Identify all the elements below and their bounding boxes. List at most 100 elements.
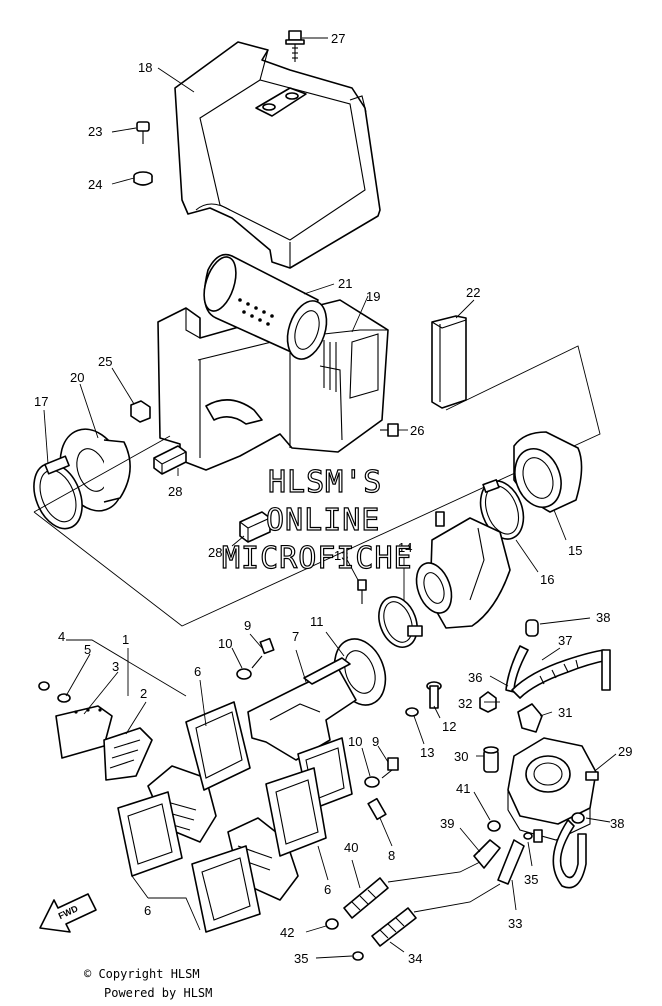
callout-16: 16 <box>540 572 554 587</box>
callout-4: 4 <box>58 629 65 644</box>
callout-6-c: 6 <box>144 903 151 918</box>
screw-4 <box>38 681 50 691</box>
filter-element <box>431 315 467 409</box>
callout-40: 40 <box>344 840 358 855</box>
hose-clamp-17 <box>33 455 83 530</box>
callout-20: 20 <box>70 370 84 385</box>
clip-42 <box>325 918 339 930</box>
callout-27: 27 <box>331 31 345 46</box>
callout-21: 21 <box>338 276 352 291</box>
callout-35-lower: 35 <box>294 951 308 966</box>
callout-12: 12 <box>442 719 456 734</box>
copyright-block: © Copyright HLSM Powered by HLSM <box>84 967 212 1000</box>
callout-6-b: 6 <box>324 882 331 897</box>
washer-13 <box>405 707 419 717</box>
intake-adapter <box>415 511 511 629</box>
callout-33: 33 <box>508 916 522 931</box>
callout-9-upper: 9 <box>244 618 251 633</box>
callout-36: 36 <box>468 670 482 685</box>
callout-10-upper: 10 <box>218 636 232 651</box>
callout-3: 3 <box>112 659 119 674</box>
bolt-9-lower <box>381 757 399 779</box>
clip-38-lower <box>571 812 585 824</box>
breather-hose-40 <box>343 877 389 919</box>
callout-1: 1 <box>122 632 129 647</box>
callout-28-lower: 28 <box>208 545 222 560</box>
air-box <box>157 299 389 471</box>
clip-38-upper <box>525 619 539 637</box>
watermark-line-1: HLSM'S <box>268 465 382 500</box>
gasket-6-d <box>117 791 183 877</box>
callout-30: 30 <box>454 749 468 764</box>
callout-8: 8 <box>388 848 395 863</box>
hose-clamp-14 <box>378 596 423 648</box>
air-box-cover <box>174 41 381 269</box>
callout-28-upper: 28 <box>168 484 182 499</box>
washer-10-upper <box>236 668 252 680</box>
gasket-6-e <box>191 845 261 933</box>
stud-8 <box>367 797 387 821</box>
gasket-6-c <box>265 767 327 857</box>
screw-13-upper <box>357 579 367 604</box>
callout-18: 18 <box>138 60 152 75</box>
callout-13-lower: 13 <box>420 745 434 760</box>
watermark-line-3: MICROFICHE <box>222 541 413 576</box>
callout-25: 25 <box>98 354 112 369</box>
leader-lines <box>43 37 617 959</box>
callout-37: 37 <box>558 633 572 648</box>
hose-33 <box>497 839 525 885</box>
callout-5: 5 <box>84 642 91 657</box>
clip-35-upper <box>523 832 533 840</box>
intake-silencer-tube <box>203 253 328 360</box>
clip-41 <box>487 820 501 832</box>
copyright-line-1: © Copyright HLSM <box>84 967 200 981</box>
bolt-9-upper <box>251 637 275 669</box>
clip-35-lower <box>352 951 364 961</box>
callout-39: 39 <box>440 816 454 831</box>
collar-30 <box>483 746 499 773</box>
callout-23: 23 <box>88 124 102 139</box>
cap-25 <box>130 400 151 423</box>
callout-26: 26 <box>410 423 424 438</box>
bolt-27 <box>285 30 305 62</box>
callout-15: 15 <box>568 543 582 558</box>
washer-10-lower <box>364 776 380 788</box>
intake-rubber-15 <box>513 431 583 513</box>
callout-14: 14 <box>398 540 412 555</box>
breather-hose-34 <box>371 907 417 947</box>
damper-block-28 <box>153 445 187 475</box>
grommet-24 <box>133 171 153 186</box>
bolt-12 <box>426 681 442 709</box>
callout-38-lower: 38 <box>610 816 624 831</box>
callout-41: 41 <box>456 781 470 796</box>
screw-23 <box>136 121 150 144</box>
washer-5 <box>57 693 71 703</box>
hose-clamp-16 <box>479 479 525 540</box>
intake-manifold-7 <box>247 657 357 761</box>
callout-7: 7 <box>292 629 299 644</box>
callout-9-lower: 9 <box>372 734 379 749</box>
callout-29: 29 <box>618 744 632 759</box>
callout-31: 31 <box>558 705 572 720</box>
gasket-6-a <box>185 701 251 791</box>
callout-13-upper: 13 <box>334 548 348 563</box>
callout-24: 24 <box>88 177 102 192</box>
callout-22: 22 <box>466 285 480 300</box>
callout-10-lower: 10 <box>348 734 362 749</box>
fuel-pump-29 <box>507 737 599 843</box>
watermark-line-2: ONLINE <box>266 503 380 538</box>
bolt-26 <box>380 423 399 437</box>
callout-labels: 27 18 23 24 21 19 22 25 20 17 26 28 28 1… <box>34 31 632 966</box>
reed-valve-stopper-3 <box>55 705 113 759</box>
callout-2: 2 <box>140 686 147 701</box>
hose-loop <box>552 819 587 889</box>
callout-38-upper: 38 <box>596 610 610 625</box>
callout-6-a: 6 <box>194 664 201 679</box>
callout-19: 19 <box>366 289 380 304</box>
callout-34: 34 <box>408 951 422 966</box>
hose-39 <box>473 839 501 869</box>
callout-11: 11 <box>310 614 324 629</box>
forward-arrow-icon: FWD <box>39 893 97 933</box>
